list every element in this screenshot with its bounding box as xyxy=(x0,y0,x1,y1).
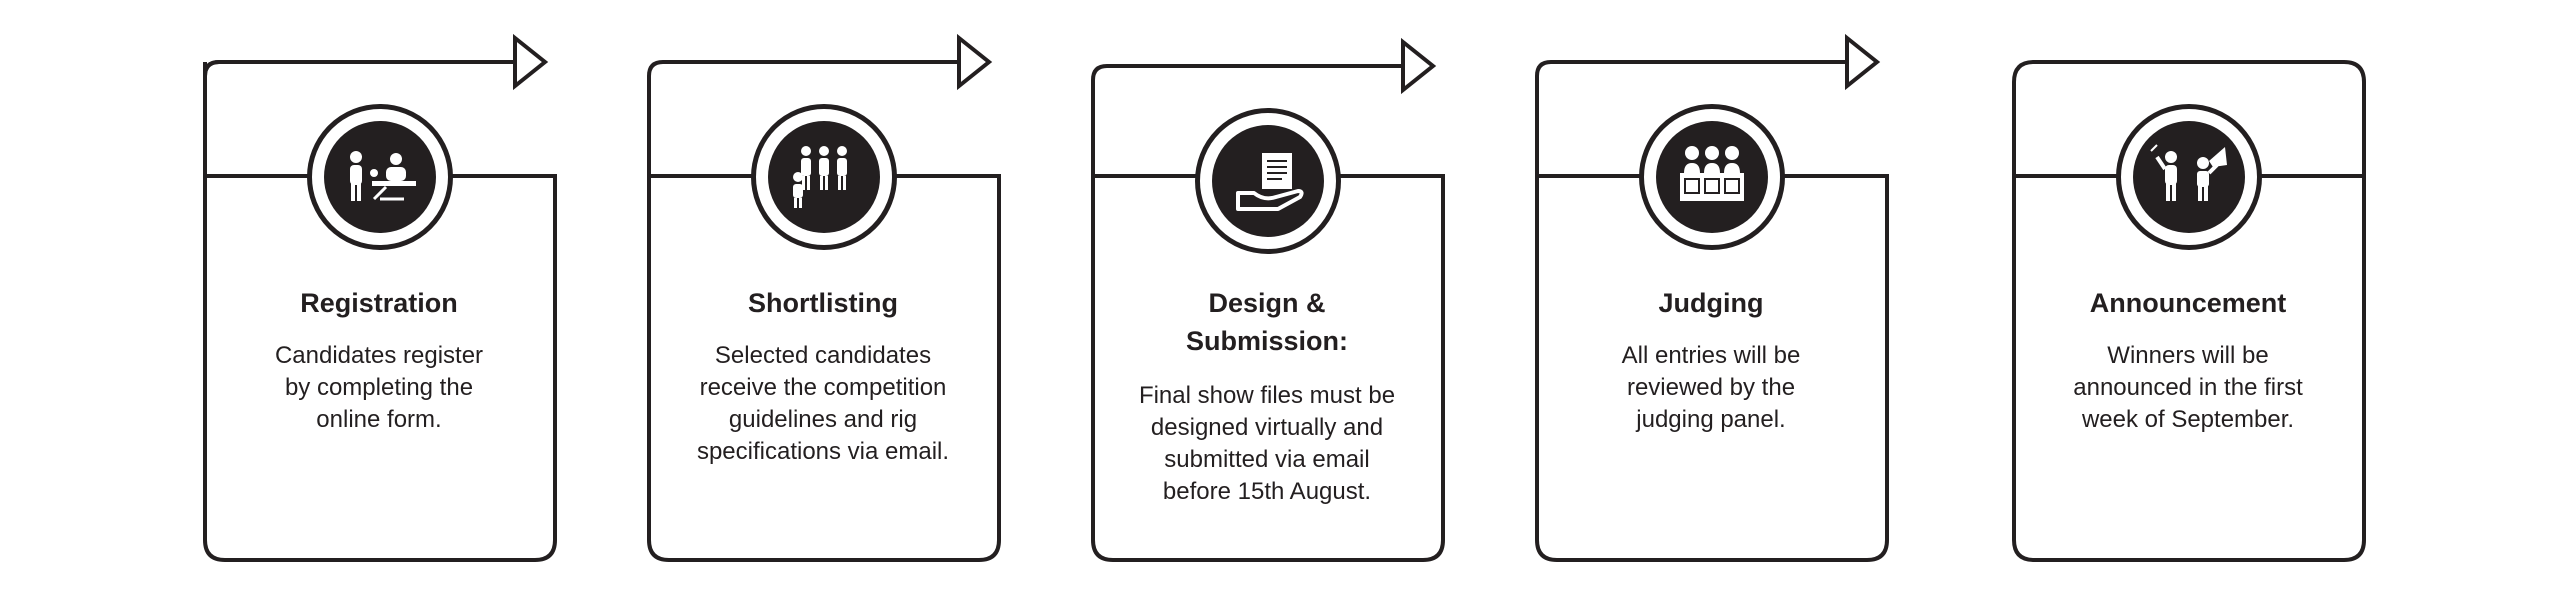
card-outline xyxy=(647,76,1001,562)
card-outline xyxy=(1091,80,1445,562)
card-outline xyxy=(1535,76,1889,562)
hand-document-icon xyxy=(1236,153,1304,211)
step-title: Announcement xyxy=(2089,288,2287,318)
registration-desk-icon xyxy=(350,151,416,201)
step-description: Selected candidates receive the competit… xyxy=(696,342,950,465)
step-frame xyxy=(1535,33,1889,562)
judging-panel-icon xyxy=(1680,146,1744,201)
arrow-line xyxy=(203,60,513,176)
step-badge xyxy=(1195,108,1341,254)
step-description: All entries will be reviewed by the judg… xyxy=(1621,342,1801,433)
step-shortlisting: Shortlisting Selected candidates receive… xyxy=(647,0,1067,603)
step-registration: Registration Candidates register by comp… xyxy=(203,0,623,603)
step-frame xyxy=(647,33,1001,562)
step-title: Judging xyxy=(1658,288,1764,318)
step-title: Registration xyxy=(300,288,458,318)
step-design-submission: Design & Submission: Final show files mu… xyxy=(1091,0,1511,603)
step-title: Design & Submission: xyxy=(1185,288,1348,356)
step-description: Final show files must be designed virtua… xyxy=(1138,382,1396,505)
card-outline xyxy=(2012,60,2366,562)
step-badge xyxy=(1639,104,1785,250)
step-badge xyxy=(751,104,897,250)
arrow-head-icon xyxy=(957,33,993,91)
step-announcement: Announcement Winners will be announced i… xyxy=(2012,0,2432,603)
step-title: Shortlisting xyxy=(748,288,898,318)
shortlist-people-icon xyxy=(793,146,847,208)
step-badge xyxy=(307,104,453,250)
step-frame xyxy=(1091,37,1445,562)
arrow-head-icon xyxy=(1845,33,1881,91)
step-frame xyxy=(203,33,557,562)
megaphone-announcement-icon xyxy=(2150,144,2227,201)
step-judging: Judging All entries will be reviewed by … xyxy=(1535,0,1955,603)
step-description: Winners will be announced in the first w… xyxy=(2073,342,2303,433)
arrow-head-icon xyxy=(1401,37,1437,95)
arrow-head-icon xyxy=(513,33,549,91)
step-description: Candidates register by completing the on… xyxy=(274,342,484,433)
step-badge xyxy=(2116,104,2262,250)
card-outline xyxy=(203,76,557,562)
